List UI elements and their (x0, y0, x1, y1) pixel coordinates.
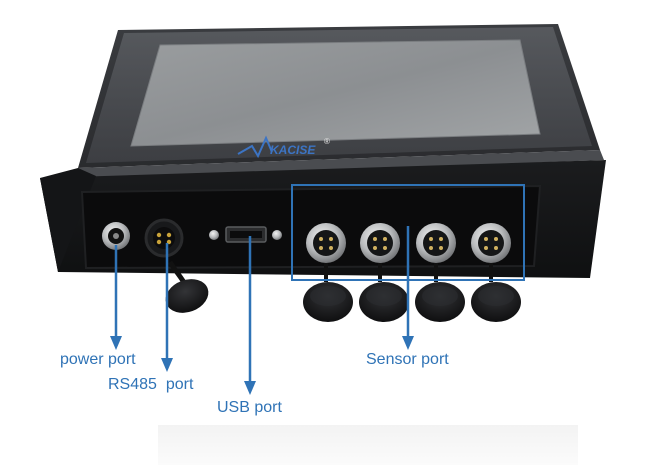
sensor-connector-1 (306, 223, 346, 263)
sensor-caps (303, 263, 521, 322)
sensor-connector-3 (416, 223, 456, 263)
device-top-edge (72, 150, 604, 180)
svg-text:KACISE: KACISE (270, 143, 316, 157)
device-screen (130, 39, 541, 147)
sensor-connector-2 (360, 223, 400, 263)
rs485-port-label: RS485 port (108, 376, 194, 393)
rs485-cap (165, 260, 209, 313)
svg-text:®: ® (324, 137, 330, 146)
rs485-connector (144, 218, 184, 258)
sensor-connector-4 (471, 223, 511, 263)
usb-port (209, 226, 282, 243)
power-port-label: power port (60, 351, 136, 368)
bottom-shadow-band (158, 425, 578, 465)
callout-arrows (110, 226, 414, 395)
usb-port-label: USB port (217, 399, 282, 416)
sensor-port-label: Sensor port (366, 351, 449, 368)
brand-logo: KACISE ® (237, 135, 330, 159)
power-jack (102, 222, 130, 250)
